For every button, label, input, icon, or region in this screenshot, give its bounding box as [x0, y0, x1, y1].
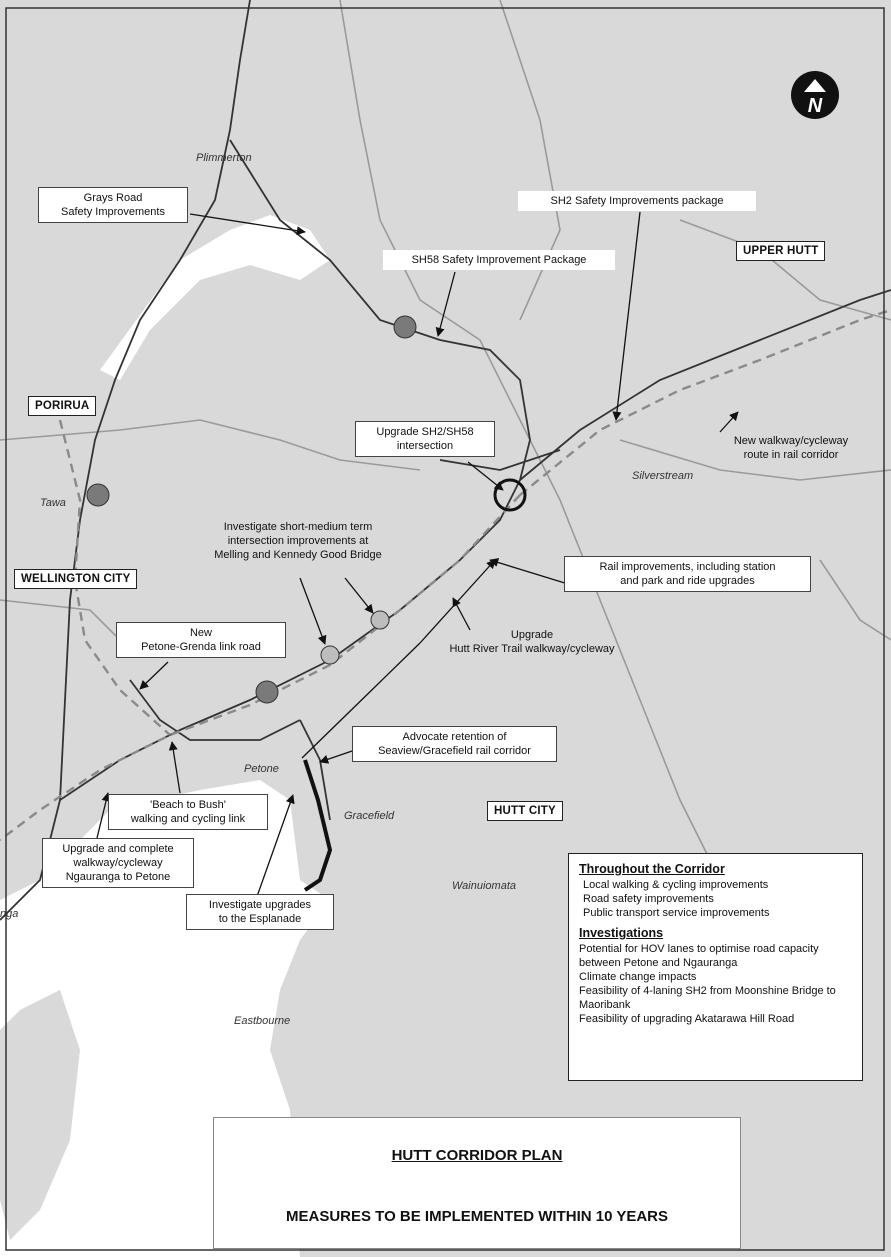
- region-wellington-city: WELLINGTON CITY: [14, 569, 138, 589]
- map-frame: [5, 7, 885, 1251]
- place-gracefield: Gracefield: [344, 810, 395, 822]
- seaview-rail-corridor: [303, 759, 333, 892]
- legend-item: Feasibility of upgrading Akatarawa Hill …: [579, 1013, 795, 1025]
- callout-hutt-river: Upgrade Hutt River Trail walkway/cyclewa…: [449, 629, 615, 655]
- callout-esplanade: Investigate upgrades to the Esplanade: [186, 894, 334, 930]
- place-tawa: Tawa: [40, 497, 66, 509]
- callout-ngauranga: Upgrade and complete walkway/cycleway Ng…: [42, 838, 194, 888]
- place-silverstream: Silverstream: [632, 470, 694, 482]
- legend-heading-corridor: Throughout the Corridor: [579, 862, 725, 876]
- place-eastbourne: Eastbourne: [234, 1015, 291, 1027]
- region-upper-hutt: UPPER HUTT: [736, 241, 826, 261]
- callout-sh2-sh58: Upgrade SH2/SH58 intersection: [355, 421, 495, 457]
- western-island: [0, 990, 80, 1240]
- region-porirua: PORIRUA: [28, 396, 97, 416]
- callout-arrows: [96, 211, 739, 906]
- legend-heading-investigations: Investigations: [579, 926, 664, 940]
- legend-item: Feasibility of 4-laning SH2 from Moonshi…: [579, 985, 836, 1011]
- callout-sh2-safety: SH2 Safety Improvements package: [518, 191, 756, 211]
- legend-item: Public transport service improvements: [583, 907, 770, 919]
- callout-rail-improvements: Rail improvements, including station and…: [564, 556, 811, 592]
- place-wainuiomata: Wainuiomata: [452, 880, 516, 892]
- porirua-harbour: [100, 215, 330, 380]
- callout-walkway-rail: New walkway/cycleway route in rail corri…: [733, 435, 849, 461]
- title-box: HUTT CORRIDOR PLAN MEASURES TO BE IMPLEM…: [213, 1117, 741, 1249]
- north-arrow-icon: N: [791, 71, 839, 119]
- legend-item: Road safety improvements: [583, 893, 714, 905]
- district-boundaries: [0, 0, 891, 881]
- callout-beach-bush: 'Beach to Bush' walking and cycling link: [108, 794, 268, 830]
- callout-sh58-safety: SH58 Safety Improvement Package: [383, 250, 615, 270]
- callout-grays-road: Grays Road Safety Improvements: [38, 187, 188, 223]
- callout-seaview: Advocate retention of Seaview/Gracefield…: [352, 726, 557, 762]
- legend-box: Throughout the Corridor Local walking & …: [568, 853, 863, 1081]
- map-subtitle: MEASURES TO BE IMPLEMENTED WITHIN 10 YEA…: [286, 1208, 668, 1225]
- legend-item: Local walking & cycling improvements: [583, 879, 769, 891]
- roads: [0, 0, 891, 921]
- callout-melling: Investigate short-medium term intersecti…: [214, 521, 382, 561]
- legend-investigations-list: Potential for HOV lanes to optimise road…: [579, 942, 852, 1026]
- hutt-river-leader: [301, 642, 421, 759]
- map-title: HUTT CORRIDOR PLAN: [391, 1147, 563, 1164]
- project-markers: [86, 315, 527, 704]
- rail-corridor: [0, 308, 891, 841]
- legend-corridor-list: Local walking & cycling improvements Roa…: [579, 878, 852, 920]
- place-nga: nga: [0, 908, 19, 920]
- legend-item: Potential for HOV lanes to optimise road…: [579, 943, 819, 969]
- legend-item: Climate change impacts: [579, 971, 697, 983]
- place-plimmerton: Plimmerton: [196, 152, 252, 164]
- place-petone: Petone: [244, 763, 279, 775]
- region-hutt-city: HUTT CITY: [487, 801, 563, 821]
- north-label: N: [808, 95, 823, 117]
- callout-petone-grenada: New Petone-Grenda link road: [116, 622, 286, 658]
